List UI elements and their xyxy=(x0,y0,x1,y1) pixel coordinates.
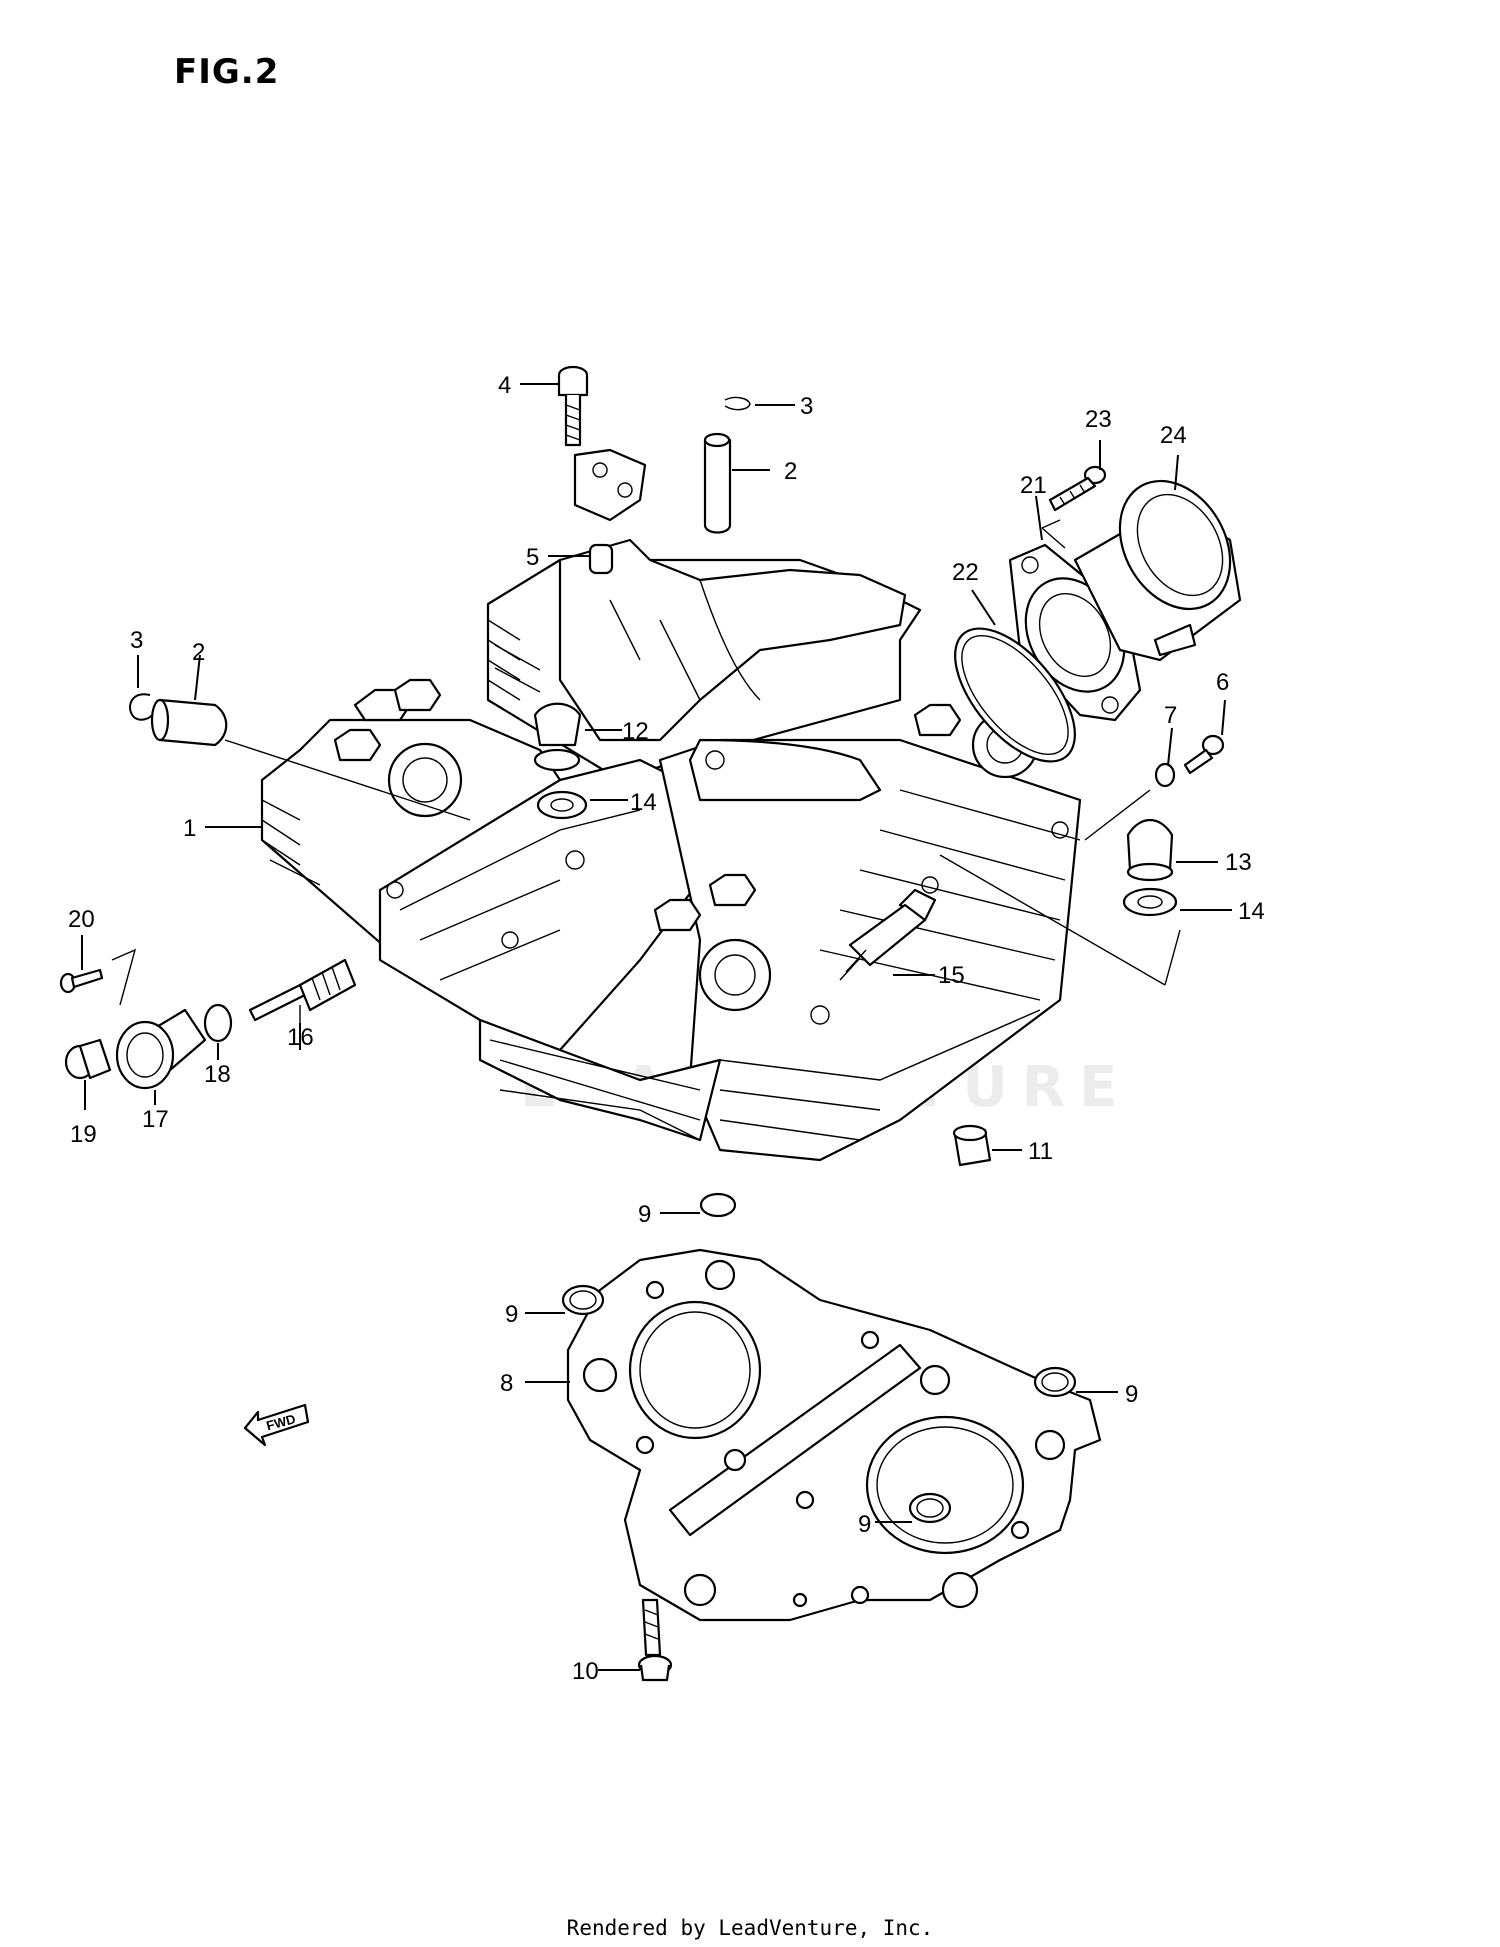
callout-21: 21 xyxy=(1020,472,1047,499)
clip-3-left xyxy=(129,693,153,721)
dowel-11 xyxy=(952,1124,992,1167)
figure-title: FIG.2 xyxy=(174,52,280,92)
callout-16: 16 xyxy=(287,1024,314,1051)
dowel-ring-9-b xyxy=(561,1284,605,1316)
washer-14-right xyxy=(1122,887,1178,917)
spark-plug-15 xyxy=(839,888,937,981)
washer-14-head xyxy=(536,790,588,820)
pin-2-top xyxy=(703,432,732,534)
o-ring-22 xyxy=(954,627,1076,763)
callout-labels: 4 3 2 5 3 2 12 14 1 23 24 21 22 6 7 13 1… xyxy=(68,372,1265,1685)
callout-13: 13 xyxy=(1225,849,1252,876)
callout-3-left: 3 xyxy=(130,627,143,654)
intake-pipe-24 xyxy=(1073,479,1242,662)
callout-3-top: 3 xyxy=(800,393,813,420)
callout-15: 15 xyxy=(938,962,965,989)
callout-8: 8 xyxy=(500,1370,513,1397)
callout-4: 4 xyxy=(498,372,511,399)
screw-20 xyxy=(59,968,104,994)
washer-7 xyxy=(1154,762,1176,788)
cap-19 xyxy=(64,1038,112,1080)
dowel-ring-9-a xyxy=(699,1192,737,1218)
o-ring-18 xyxy=(203,1003,233,1043)
dowel-ring-9-d xyxy=(908,1492,952,1524)
callout-7: 7 xyxy=(1164,702,1177,729)
leader-lines xyxy=(81,383,1232,1671)
screw-23 xyxy=(1048,465,1107,512)
callout-18: 18 xyxy=(204,1061,231,1088)
callout-10: 10 xyxy=(572,1658,599,1685)
callout-2-left: 2 xyxy=(192,639,205,666)
callout-5: 5 xyxy=(526,544,539,571)
footer-credit: Rendered by LeadVenture, Inc. xyxy=(566,1916,934,1940)
dowel-ring-9-c xyxy=(1033,1366,1077,1398)
callout-9-d: 9 xyxy=(858,1511,871,1538)
fwd-arrow-icon: FWD xyxy=(243,1403,310,1447)
callout-23: 23 xyxy=(1085,406,1112,433)
fwd-label: FWD xyxy=(265,1411,297,1433)
callout-14-right: 14 xyxy=(1238,898,1265,925)
holder-bracket xyxy=(573,448,647,522)
callout-9-c: 9 xyxy=(1125,1381,1138,1408)
head-gasket-8 xyxy=(566,1248,1102,1622)
callout-9-a: 9 xyxy=(638,1201,651,1228)
callout-19: 19 xyxy=(70,1121,97,1148)
cap-nut-13 xyxy=(1126,819,1174,882)
clip-3-top xyxy=(724,396,751,411)
callout-12: 12 xyxy=(622,718,649,745)
bolt-4 xyxy=(557,365,589,447)
callout-9-b: 9 xyxy=(505,1301,518,1328)
dowel-pin-5 xyxy=(588,543,614,575)
callout-22: 22 xyxy=(952,559,979,586)
bolt-10 xyxy=(637,1598,673,1682)
gear-shaft-16 xyxy=(248,958,357,1022)
callout-20: 20 xyxy=(68,906,95,933)
screw-6 xyxy=(1183,734,1225,775)
callout-24: 24 xyxy=(1160,422,1187,449)
cap-nut-12 xyxy=(533,702,582,772)
housing-17 xyxy=(115,1008,207,1090)
callout-11: 11 xyxy=(1028,1138,1053,1165)
cylinder-head xyxy=(260,538,1082,1162)
pin-2-left xyxy=(150,698,228,747)
callout-14-head: 14 xyxy=(630,789,657,816)
callout-17: 17 xyxy=(142,1106,169,1133)
callout-2-top: 2 xyxy=(784,458,797,485)
callout-1: 1 xyxy=(183,815,196,842)
callout-6: 6 xyxy=(1216,669,1229,696)
